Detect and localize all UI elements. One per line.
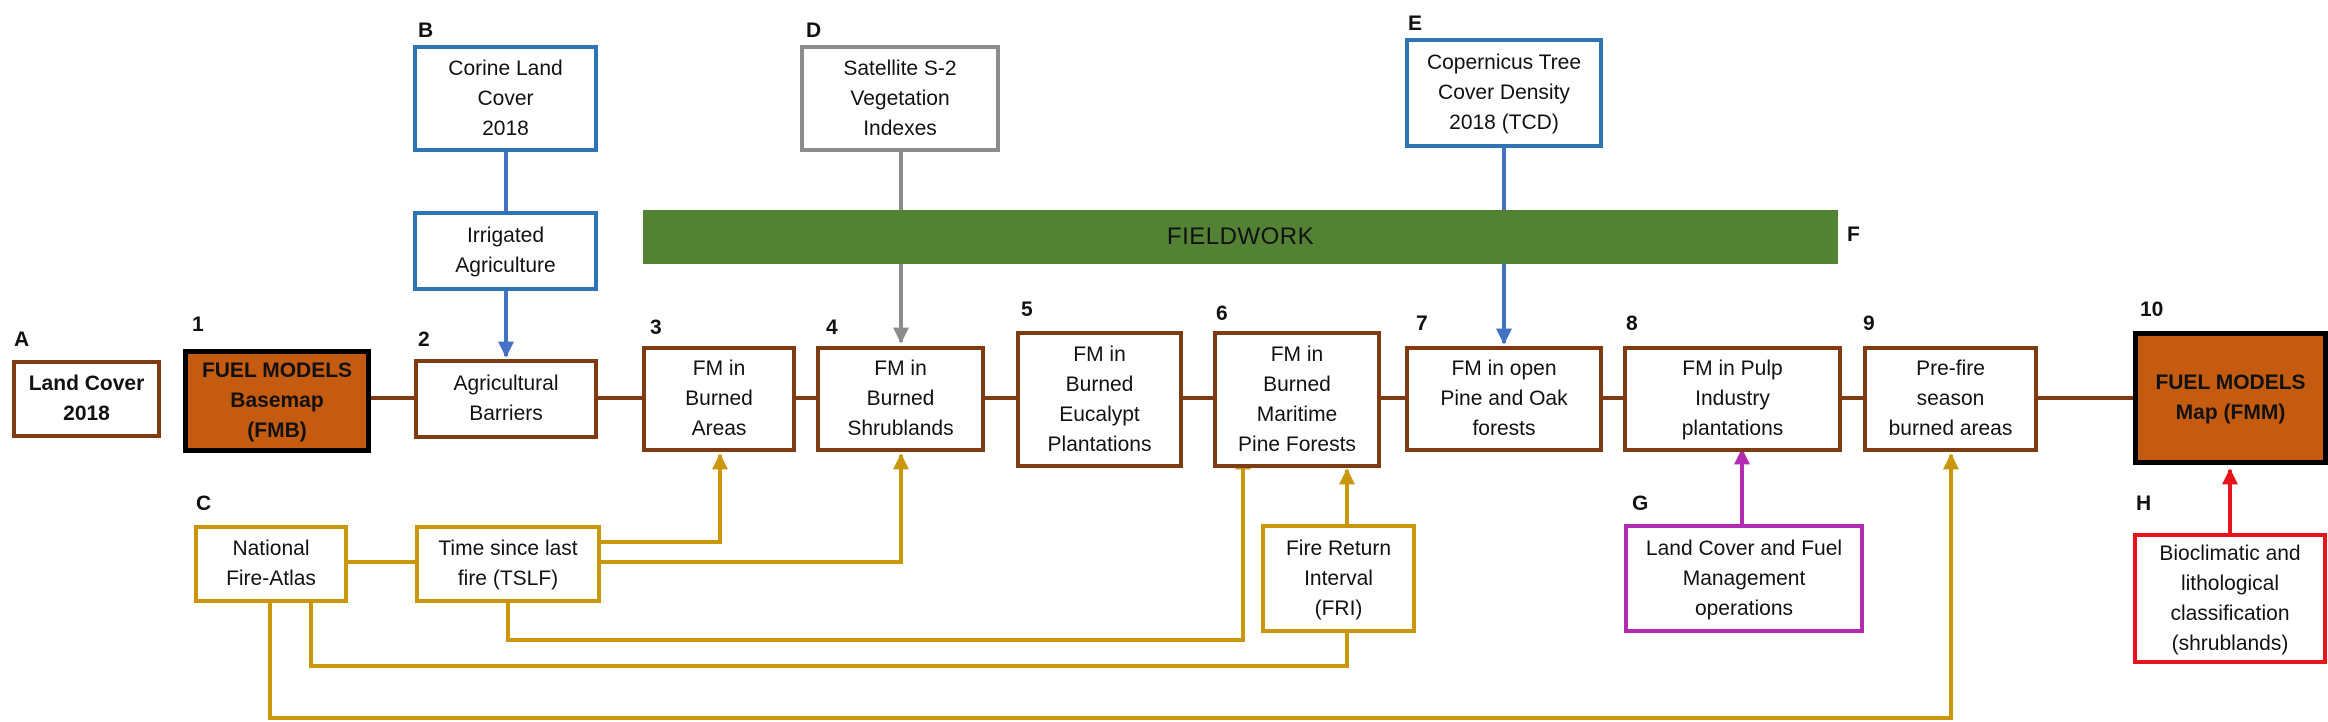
tslf-to-maritime-arrow	[506, 453, 1251, 642]
irrigated-agriculture-box: Irrigated Agriculture	[413, 211, 598, 291]
fm-burned-maritime-box: FM in Burned Maritime Pine Forests	[1213, 331, 1381, 468]
label-3: 3	[650, 316, 662, 339]
national-fire-atlas-box: National Fire-Atlas	[194, 525, 348, 603]
fuel-models-basemap-box: FUEL MODELS Basemap (FMB)	[183, 349, 371, 453]
label-9: 9	[1863, 312, 1875, 335]
copernicus-tcd-box: Copernicus Tree Cover Density 2018 (TCD)	[1405, 38, 1603, 148]
satellite-s2-box: Satellite S-2 Vegetation Indexes	[800, 45, 1000, 152]
prefire-burned-areas-box: Pre-fire season burned areas	[1863, 346, 2038, 452]
label-c: C	[196, 492, 212, 515]
land-cover-fuel-management-box: Land Cover and Fuel Management operation…	[1624, 524, 1864, 633]
label-1: 1	[192, 313, 204, 336]
label-6: 6	[1216, 302, 1228, 325]
fire-return-interval-box: Fire Return Interval (FRI)	[1261, 524, 1416, 633]
fm-burned-eucalypt-box: FM in Burned Eucalypt Plantations	[1016, 331, 1183, 468]
label-f: F	[1847, 223, 1860, 246]
label-8: 8	[1626, 312, 1638, 335]
label-5: 5	[1021, 298, 1033, 321]
tslf-to-burned-areas-arrow	[600, 453, 728, 544]
fm-open-pine-oak-box: FM in open Pine and Oak forests	[1405, 346, 1603, 452]
fm-pulp-industry-box: FM in Pulp Industry plantations	[1623, 346, 1842, 452]
fm-burned-shrublands-box: FM in Burned Shrublands	[816, 346, 985, 452]
label-e: E	[1408, 12, 1423, 35]
bioclimatic-lithological-box: Bioclimatic and lithological classificat…	[2133, 533, 2327, 664]
label-2: 2	[418, 328, 430, 351]
corine-land-cover-box: Corine Land Cover 2018	[413, 45, 598, 152]
tslf-to-shrublands-arrow	[600, 453, 909, 564]
fm-burned-areas-box: FM in Burned Areas	[642, 346, 796, 452]
label-b: B	[418, 19, 434, 42]
label-a: A	[14, 328, 30, 351]
label-10: 10	[2140, 298, 2164, 321]
label-h: H	[2136, 492, 2152, 515]
atlas-to-fri-connector	[309, 600, 1349, 668]
agricultural-barriers-box: Agricultural Barriers	[414, 359, 598, 439]
label-g: G	[1632, 492, 1649, 515]
atlas-to-prefire-arrow	[268, 453, 1959, 720]
fieldwork-bar: FIELDWORK	[643, 210, 1838, 264]
fuel-models-map-box: FUEL MODELS Map (FMM)	[2133, 331, 2328, 465]
land-cover-2018-box: Land Cover 2018	[12, 360, 161, 438]
label-d: D	[806, 19, 822, 42]
label-7: 7	[1416, 312, 1428, 335]
label-4: 4	[826, 316, 838, 339]
time-since-last-fire-box: Time since last fire (TSLF)	[415, 525, 601, 603]
